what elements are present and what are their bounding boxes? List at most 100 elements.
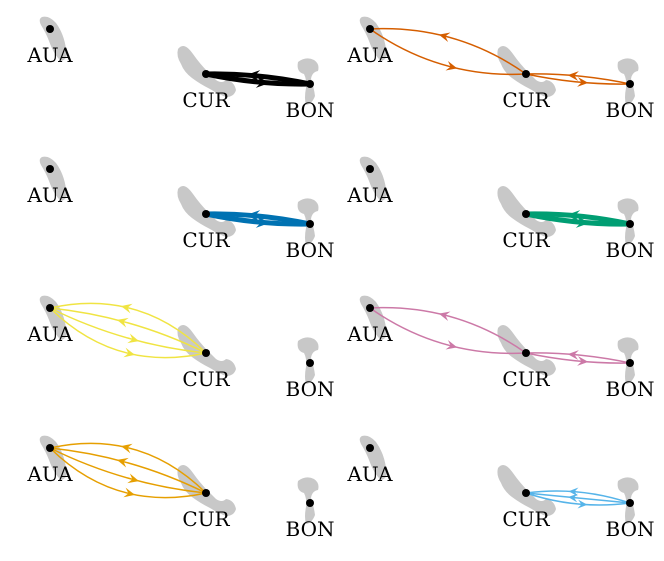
cur-bon-route-arrow bbox=[577, 499, 588, 509]
cur-bon-route-arrow bbox=[577, 77, 589, 87]
airport-cur-label: CUR bbox=[182, 88, 230, 112]
airport-aua-dot bbox=[366, 444, 374, 452]
airport-cur-dot bbox=[202, 489, 210, 497]
aua-cur-route-line bbox=[49, 442, 207, 494]
airport-cur-dot bbox=[522, 210, 530, 218]
aua-cur-route-line bbox=[49, 447, 207, 499]
aua-cur-route-arrow bbox=[123, 347, 136, 358]
aua-cur-route-arrow bbox=[120, 443, 133, 454]
airport-aua-dot bbox=[46, 304, 54, 312]
airport-cur-dot bbox=[522, 70, 530, 78]
cur-bon-route-arrow bbox=[575, 215, 590, 228]
route-panel-pink: AUA CUR BON bbox=[346, 295, 655, 401]
airport-cur-label: CUR bbox=[502, 367, 550, 391]
airport-cur-label: CUR bbox=[182, 507, 230, 531]
airport-bon-label: BON bbox=[286, 377, 335, 401]
aua-cur-route-arrow bbox=[445, 339, 458, 350]
aua-cur-route-arrow bbox=[127, 333, 140, 344]
airport-cur-label: CUR bbox=[502, 507, 550, 531]
cur-bon-route-arrow bbox=[568, 493, 578, 503]
cur-bon-route-arrow bbox=[255, 215, 270, 228]
aua-cur-route-arrow bbox=[127, 473, 140, 484]
aua-cur-route-line bbox=[49, 447, 207, 494]
aua-cur-route-line bbox=[369, 28, 527, 76]
airport-cur-dot bbox=[202, 70, 210, 78]
airport-bon-dot bbox=[626, 220, 634, 228]
cur-bon-route-line bbox=[525, 352, 631, 364]
airport-cur-label: CUR bbox=[182, 367, 230, 391]
aua-cur-route-arrow bbox=[116, 457, 129, 468]
aua-cur-route-arrow bbox=[445, 60, 458, 71]
cur-bon-route-line bbox=[523, 211, 633, 227]
cur-bon-route-arrow bbox=[568, 487, 579, 497]
cur-bon-route-line bbox=[525, 492, 631, 506]
airport-cur-label: CUR bbox=[502, 88, 550, 112]
aua-cur-route-arrow bbox=[438, 311, 451, 322]
airport-bon-label: BON bbox=[606, 517, 655, 541]
cur-bon-route-arrow bbox=[246, 210, 261, 223]
airport-aua-label: AUA bbox=[346, 322, 393, 346]
cur-bon-route-line bbox=[525, 490, 631, 504]
airport-bon-dot bbox=[306, 359, 314, 367]
route-panel-yellow: AUA CUR BON bbox=[26, 295, 335, 401]
airport-aua-dot bbox=[366, 304, 374, 312]
airport-aua-dot bbox=[46, 165, 54, 173]
aua-cur-route-arrow bbox=[123, 487, 136, 498]
cur-bon-route-arrow bbox=[255, 75, 270, 88]
cur-bon-route-line bbox=[203, 211, 313, 227]
cur-bon-route-line bbox=[525, 73, 631, 85]
airport-bon-label: BON bbox=[606, 238, 655, 262]
airport-cur-dot bbox=[202, 210, 210, 218]
cur-bon-route-line bbox=[525, 73, 631, 85]
airport-aua-label: AUA bbox=[346, 43, 393, 67]
airport-cur-label: CUR bbox=[182, 228, 230, 252]
cur-bon-route-line bbox=[525, 492, 631, 504]
aua-cur-route-line bbox=[369, 27, 527, 75]
cur-bon-route-line bbox=[203, 71, 313, 87]
airport-aua-label: AUA bbox=[346, 183, 393, 207]
aua-cur-route-arrow bbox=[120, 303, 133, 314]
aua-cur-route-line bbox=[49, 307, 207, 354]
airport-bon-label: BON bbox=[286, 238, 335, 262]
airport-cur-dot bbox=[522, 349, 530, 357]
aua-cur-route-line bbox=[369, 307, 527, 355]
airport-aua-dot bbox=[46, 444, 54, 452]
route-panel-skyblue: AUA CUR BON bbox=[346, 435, 655, 541]
cur-bon-route-arrow bbox=[566, 210, 581, 223]
cur-bon-route-line bbox=[525, 352, 631, 364]
airport-bon-dot bbox=[626, 80, 634, 88]
aua-cur-route-line bbox=[49, 307, 207, 354]
airport-cur-dot bbox=[202, 349, 210, 357]
airport-cur-label: CUR bbox=[502, 228, 550, 252]
airport-bon-label: BON bbox=[286, 98, 335, 122]
airport-bon-dot bbox=[306, 80, 314, 88]
route-panel-amber: AUA CUR BON bbox=[26, 435, 335, 541]
airport-bon-dot bbox=[626, 499, 634, 507]
cur-bon-route-arrow bbox=[246, 70, 261, 83]
route-panel-green: AUA CUR BON bbox=[346, 156, 655, 262]
aua-cur-route-arrow bbox=[116, 317, 129, 328]
airport-bon-dot bbox=[306, 220, 314, 228]
airport-bon-label: BON bbox=[606, 377, 655, 401]
route-panel-blue: AUA CUR BON bbox=[26, 156, 335, 262]
airport-aua-dot bbox=[46, 25, 54, 33]
cur-bon-route-arrow bbox=[577, 356, 589, 366]
aua-cur-route-line bbox=[49, 302, 207, 354]
airport-aua-label: AUA bbox=[26, 183, 73, 207]
aua-cur-route-arrow bbox=[438, 32, 451, 43]
airport-cur-dot bbox=[522, 489, 530, 497]
airport-bon-label: BON bbox=[286, 517, 335, 541]
route-panel-orange: AUA CUR BON bbox=[346, 16, 655, 122]
aua-cur-route-line bbox=[369, 306, 527, 354]
aua-cur-route-line bbox=[49, 307, 207, 359]
airport-aua-label: AUA bbox=[26, 462, 73, 486]
airport-aua-label: AUA bbox=[26, 322, 73, 346]
airport-bon-label: BON bbox=[606, 98, 655, 122]
cur-bon-route-arrow bbox=[567, 71, 579, 81]
airport-bon-dot bbox=[626, 359, 634, 367]
airport-aua-label: AUA bbox=[346, 462, 393, 486]
aua-cur-route-line bbox=[49, 447, 207, 494]
cur-bon-route-arrow bbox=[567, 350, 579, 360]
